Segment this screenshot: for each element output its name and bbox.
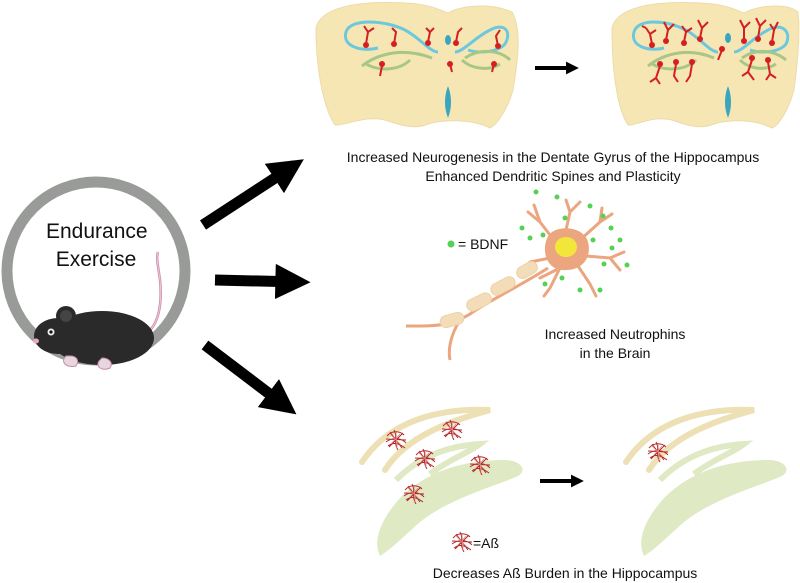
bottom-caption: Decreases Aß Burden in the Hippocampus — [432, 565, 698, 581]
neuron-axon — [406, 266, 549, 361]
neuron-illustration — [406, 189, 630, 361]
abeta-legend-label: =Aß — [473, 535, 500, 551]
bdnf-legend-label: = BDNF — [458, 236, 509, 252]
brain-outline — [315, 2, 519, 129]
abeta-legend-plaque — [451, 531, 473, 553]
mouse-tail — [147, 251, 162, 333]
ventricle-center — [445, 35, 451, 45]
center-label-line1: Endurance — [46, 220, 148, 243]
bdnf-legend-dot — [447, 240, 455, 248]
neurons-sparse — [363, 25, 501, 77]
middle-caption-line1: Increased Neutrophins — [544, 326, 686, 342]
hippocampus-body — [377, 460, 523, 556]
mouse-foot-back — [97, 357, 112, 370]
bdnf-dots — [519, 189, 630, 293]
arrow-to-neurogenesis — [199, 159, 304, 230]
mouse-nose — [33, 338, 39, 344]
dentate-gyrus-left — [361, 51, 433, 71]
hippocampus-before — [359, 406, 523, 556]
arrow-to-neutrophins — [214, 263, 311, 300]
center-label-line2: Exercise — [55, 248, 137, 271]
neuron-nucleus — [555, 237, 577, 257]
top-caption-line2: Enhanced Dendritic Spines and Plasticity — [425, 168, 681, 184]
brain-section-before — [315, 2, 519, 129]
middle-caption-line2: in the Brain — [579, 345, 651, 361]
brain-section-after — [611, 2, 800, 129]
ventricle-left — [343, 20, 439, 54]
top-caption-line1: Increased Neurogenesis in the Dentate Gy… — [346, 149, 760, 165]
dentate-gyrus-right — [460, 50, 512, 70]
hippocampus-after — [623, 406, 787, 556]
mouse-tail-inner — [147, 251, 162, 333]
myelin-sheath — [439, 261, 538, 329]
aqueduct — [445, 86, 451, 118]
mouse-illustration — [33, 251, 162, 370]
mouse-foot-front — [63, 355, 79, 367]
brain-outline-after — [611, 2, 800, 129]
arrow-to-hippocampus — [201, 340, 297, 415]
neurons-dense — [641, 17, 779, 85]
